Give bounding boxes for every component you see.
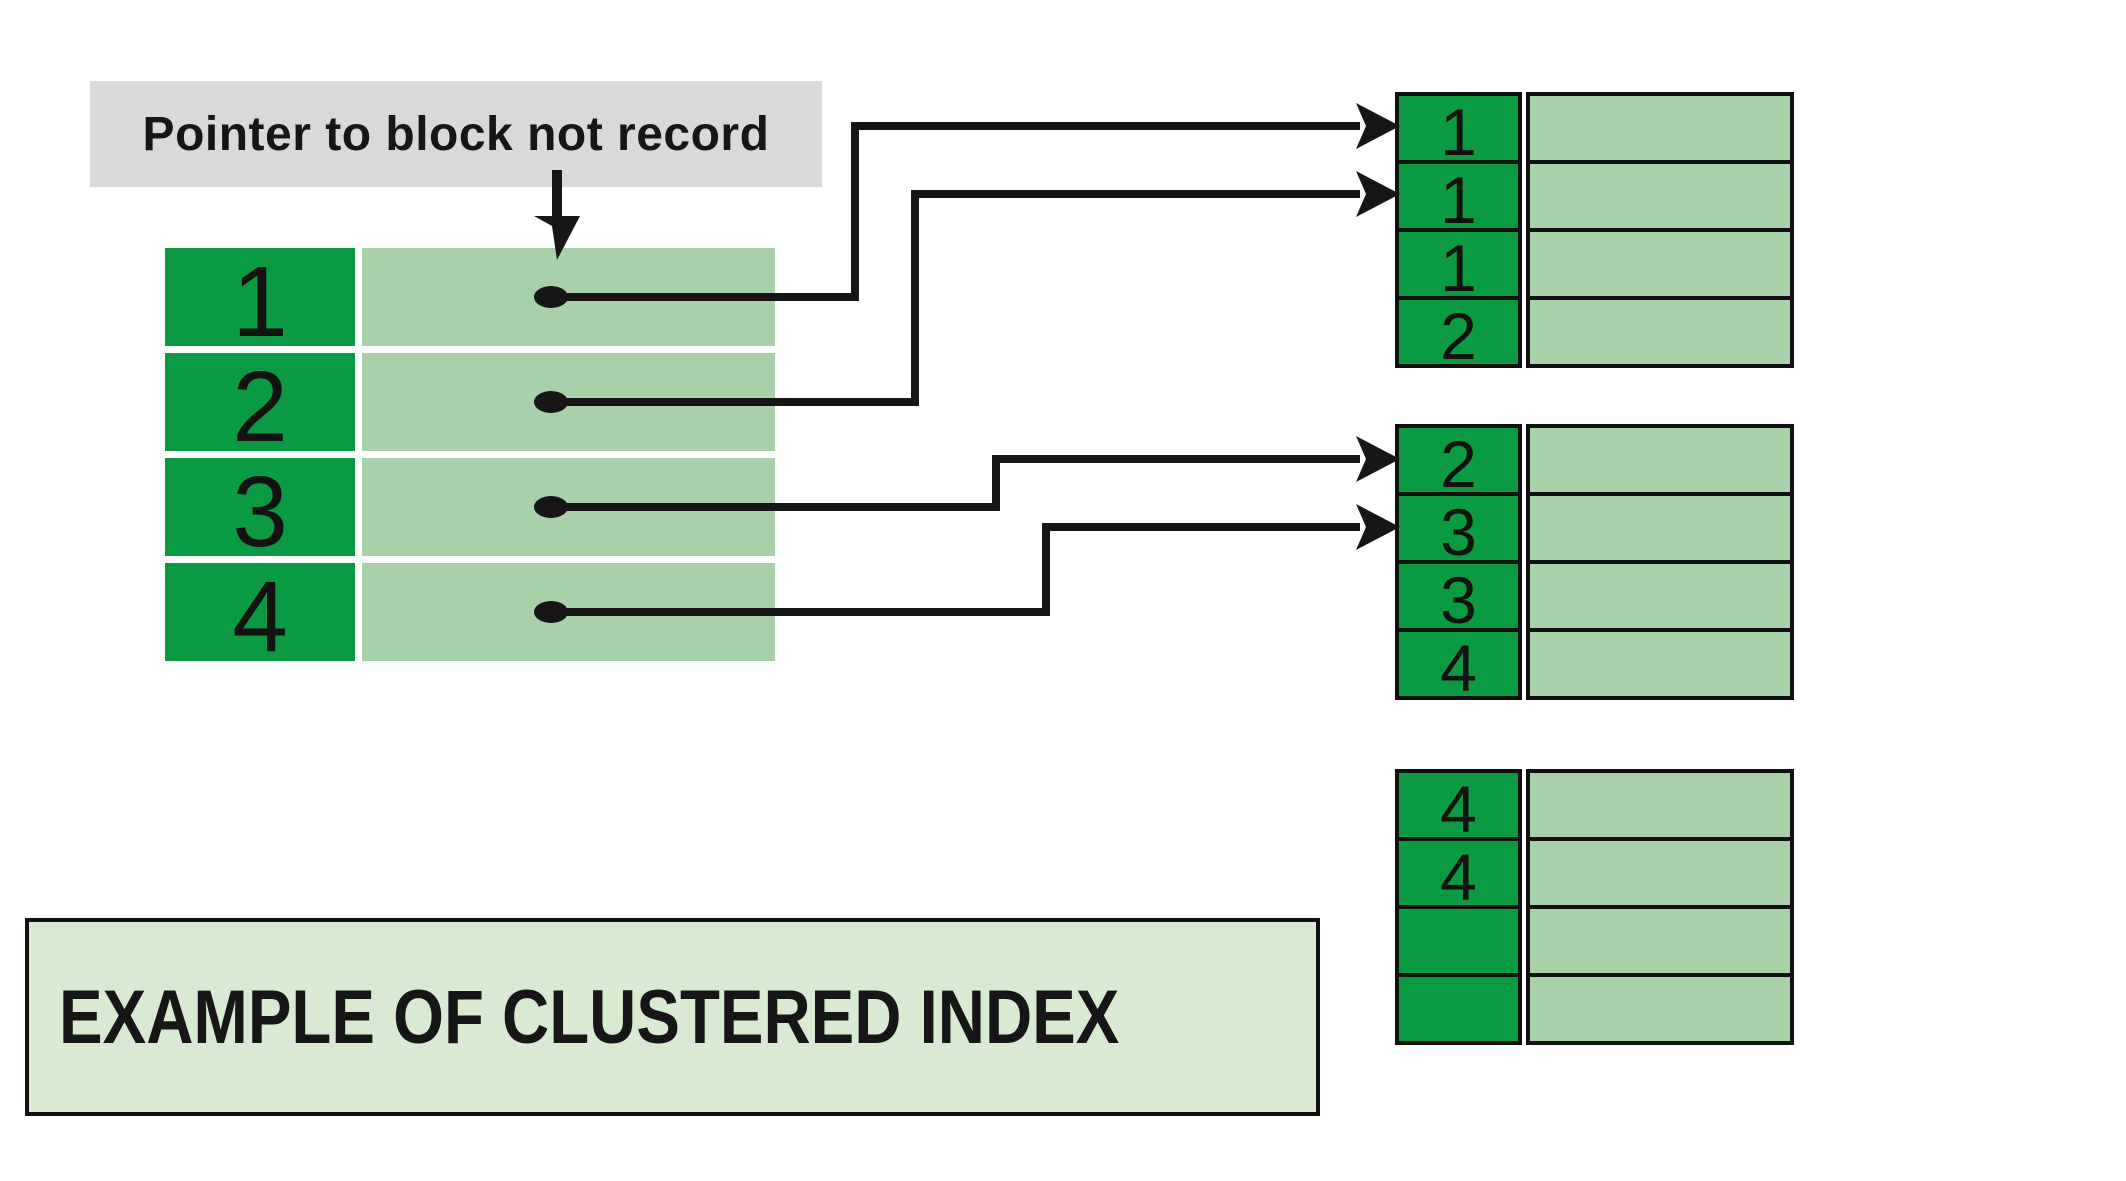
block-record-cell (1526, 228, 1794, 300)
block-key-column: 2 3 3 4 (1395, 424, 1522, 701)
block-record-cell (1526, 160, 1794, 232)
block-record-column (1526, 92, 1794, 368)
block-record-cell (1526, 92, 1794, 164)
block-key-cell: 4 (1395, 837, 1522, 910)
block-key-column: 4 4 (1395, 769, 1522, 1045)
index-pointer-cell (362, 353, 775, 451)
note-label-box: Pointer to block not record (90, 81, 822, 187)
block-record-cell (1526, 492, 1794, 564)
block-key-column: 1 1 1 2 (1395, 92, 1522, 369)
block-key-cell: 3 (1395, 560, 1522, 633)
block-record-column (1526, 769, 1794, 1045)
index-key-cell: 1 (165, 248, 355, 352)
block-key-cell: 4 (1395, 769, 1522, 842)
block-key-cell: 4 (1395, 628, 1522, 701)
block-record-cell (1526, 424, 1794, 496)
block-record-cell (1526, 296, 1794, 368)
block-key-cell: 3 (1395, 492, 1522, 565)
index-pointer-cell (362, 563, 775, 661)
block-record-cell (1526, 837, 1794, 909)
block-record-cell (1526, 905, 1794, 977)
block-key-cell (1395, 905, 1522, 977)
block-record-cell (1526, 628, 1794, 700)
note-label-text: Pointer to block not record (142, 107, 770, 161)
block-key-cell: 2 (1395, 296, 1522, 369)
index-pointer-cell (362, 458, 775, 556)
block-record-cell (1526, 973, 1794, 1045)
block-record-cell (1526, 769, 1794, 841)
caption-box: EXAMPLE OF CLUSTERED INDEX (25, 918, 1320, 1116)
index-key-cell: 3 (165, 458, 355, 562)
index-pointer-cell (362, 248, 775, 346)
block-key-cell: 1 (1395, 228, 1522, 301)
block-key-cell: 1 (1395, 160, 1522, 233)
block-key-cell: 1 (1395, 92, 1522, 165)
block-record-cell (1526, 560, 1794, 632)
index-key-cell: 2 (165, 353, 355, 457)
block-record-column (1526, 424, 1794, 700)
block-key-cell (1395, 973, 1522, 1045)
block-key-cell: 2 (1395, 424, 1522, 497)
index-key-cell: 4 (165, 563, 355, 667)
caption-text: EXAMPLE OF CLUSTERED INDEX (59, 974, 1120, 1060)
